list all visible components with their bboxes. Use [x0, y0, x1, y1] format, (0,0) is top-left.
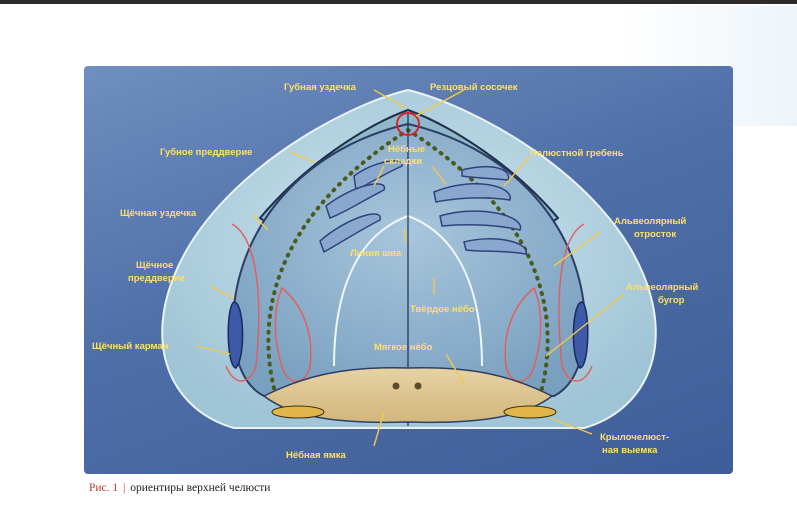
leader-lines: [195, 89, 625, 447]
label-pterygo-notch-line1: Крылочелюст-: [600, 432, 669, 443]
caption-text: ориентиры верхней челюсти: [130, 482, 271, 494]
label-soft-palate: Мягкое нёбо: [374, 342, 433, 353]
label-alveolar-process-line1: Альвеолярный: [614, 216, 687, 227]
label-labial-frenulum: Губная уздечка: [284, 82, 357, 93]
label-palatal-fovea: Нёбная ямка: [286, 450, 347, 461]
label-pterygo-notch-line2: ная выемка: [602, 445, 658, 456]
pterygo-notch-right: [503, 405, 557, 419]
pterygo-notch-left: [271, 405, 325, 419]
label-buccal-pocket: Щёчный карман: [92, 341, 169, 352]
figure-number: Рис. 1: [89, 482, 119, 494]
buccal-pockets: [227, 301, 589, 369]
label-incisive-papilla: Резцовый сосочек: [430, 82, 518, 93]
figure-caption: Рис. 1 | ориентиры верхней челюсти: [89, 482, 270, 494]
label-buccal-vestibule-line2: преддверие: [128, 273, 185, 284]
label-jaw-ridge: Челюстной гребень: [530, 148, 624, 159]
label-buccal-frenulum: Щёчная уздечка: [120, 208, 197, 219]
incisive-papilla-marker: [396, 112, 420, 136]
top-border: [0, 0, 797, 4]
palatal-rugae: [319, 160, 527, 255]
soft-palate-area: [262, 367, 554, 424]
label-alveolar-tuber-line1: Альвеолярный: [626, 282, 699, 293]
label-hard-palate: Твёрдое нёбо: [410, 304, 475, 315]
caption-separator: |: [123, 482, 126, 494]
maxilla-diagram: Губная уздечка Резцовый сосочек Губное п…: [92, 82, 699, 461]
palatal-fovea-dots: [392, 382, 422, 390]
label-labial-vestibule: Губное преддверие: [160, 147, 252, 158]
label-palatal-rugae-line2: складки: [384, 156, 422, 167]
label-buccal-vestibule-line1: Щёчное: [136, 260, 173, 271]
label-suture-line: Линия шва: [350, 248, 402, 259]
label-alveolar-tuber-line2: бугор: [658, 295, 685, 306]
label-palatal-rugae-line1: Нёбные: [388, 144, 425, 155]
label-alveolar-process-line2: отросток: [634, 229, 676, 240]
jaw-illustration-panel: Губная уздечка Резцовый сосочек Губное п…: [84, 66, 733, 474]
